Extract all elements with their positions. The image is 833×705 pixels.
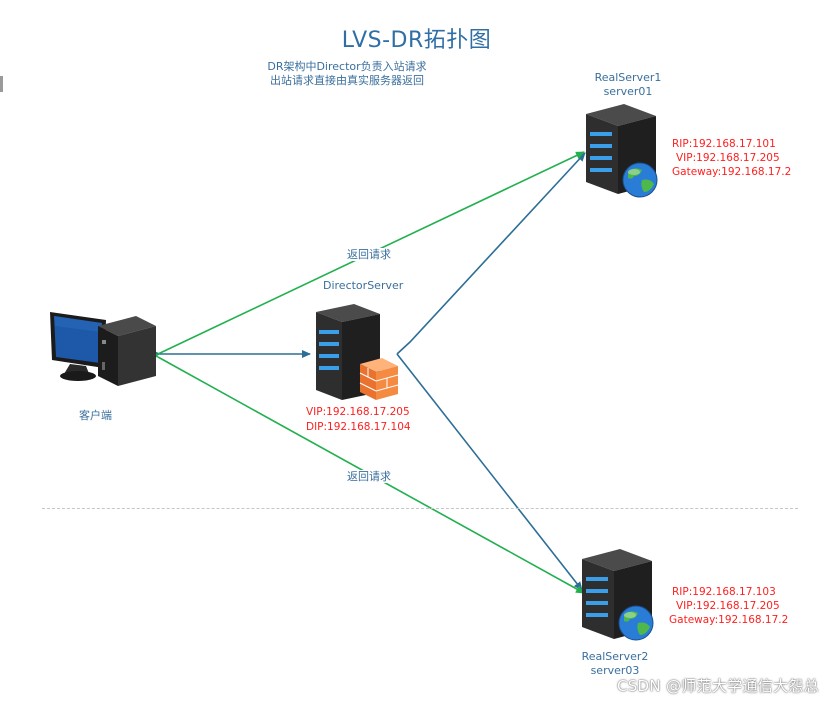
rs1-name: RealServer1 [594,71,662,84]
return-label-bottom: 返回请求 [345,470,393,483]
architecture-note: DR架构中Director负责入站请求 出站请求直接由真实服务器返回 [262,60,432,88]
director-vip: VIP:192.168.17.205 [306,406,410,418]
diagram-title: LVS-DR拓扑图 [341,28,492,53]
director-to-rs1-link [396,152,586,355]
director-label: DirectorServer [323,279,404,292]
client-computer-icon[interactable] [48,308,160,386]
client-label: 客户端 [79,409,112,422]
director-dip: DIP:192.168.17.104 [306,421,411,433]
note-line-1: DR架构中Director负责入站请求 [267,60,427,73]
rs2-host: server03 [590,664,640,677]
rs2-name: RealServer2 [581,650,649,663]
realserver1-icon[interactable] [584,100,664,200]
left-edge-marker [0,76,3,92]
rs2-rip: RIP:192.168.17.103 [672,586,776,598]
director-to-rs2-link [396,353,583,591]
rs1-vip: VIP:192.168.17.205 [676,152,780,164]
dashed-divider [42,508,798,509]
csdn-watermark: CSDN @师范大学通信大怨总 [616,677,819,695]
rs1-rip: RIP:192.168.17.101 [672,138,776,150]
note-line-2: 出站请求直接由真实服务器返回 [270,74,424,87]
rs1-host: server01 [603,85,653,98]
rs2-gateway: Gateway:192.168.17.2 [669,614,789,626]
rs1-gateway: Gateway:192.168.17.2 [672,166,792,178]
director-server-icon[interactable] [310,300,400,404]
return-label-top: 返回请求 [345,248,393,261]
rs2-vip: VIP:192.168.17.205 [676,600,780,612]
realserver2-icon[interactable] [580,545,660,645]
